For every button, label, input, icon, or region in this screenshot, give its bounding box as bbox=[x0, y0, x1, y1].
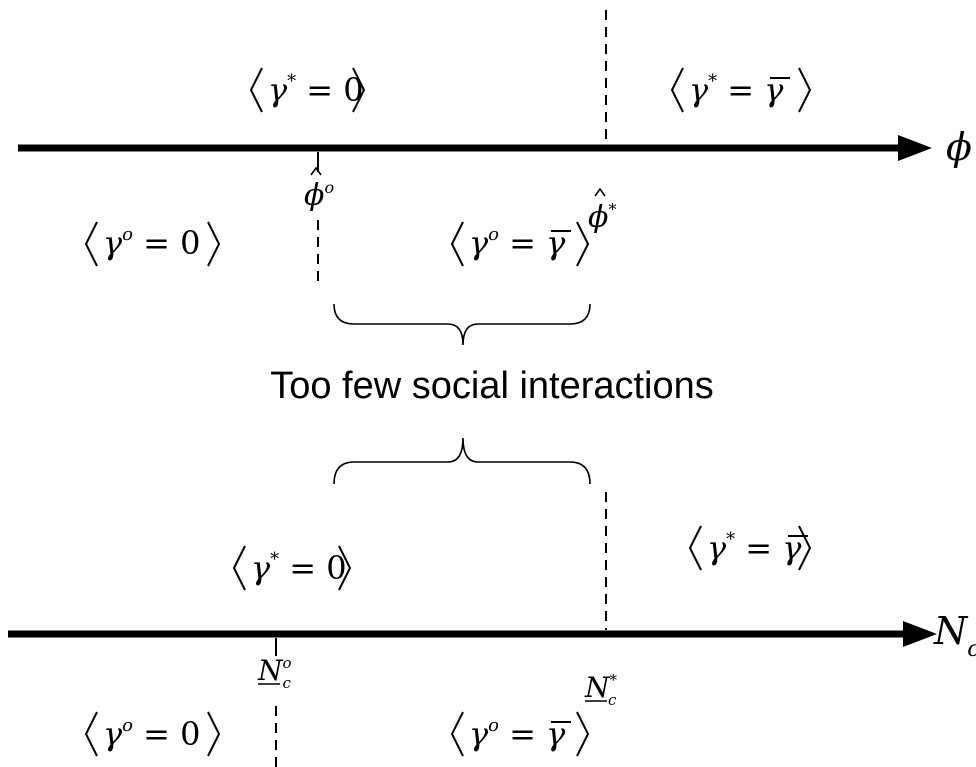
svg-text:ϕ*: ϕ* bbox=[588, 200, 616, 235]
svg-text:γo = 0: γo = 0 bbox=[103, 224, 200, 262]
svg-text:Noc: Noc bbox=[257, 654, 292, 692]
caption-text: Too few social interactions bbox=[270, 365, 714, 407]
bottom-axis-arrowhead bbox=[903, 621, 937, 647]
svg-text:γ* = γ: γ* = γ bbox=[689, 71, 784, 109]
top-above-right-label: γ* = γ bbox=[670, 67, 812, 113]
top-below-left-label: γo = 0 bbox=[84, 221, 221, 267]
top-above-left-label: γ* = 0 bbox=[249, 67, 366, 113]
bottom-above-right-label: γ* = γ bbox=[688, 525, 812, 571]
top-axis-label: ϕ bbox=[946, 125, 972, 169]
top-axis-arrowhead bbox=[898, 135, 932, 161]
svg-text:γo = γ: γo = γ bbox=[469, 715, 566, 753]
svg-text:γo = 0: γo = 0 bbox=[103, 715, 200, 753]
top-brace bbox=[333, 303, 591, 346]
bottom-marker-nc-star: N*c bbox=[584, 671, 618, 709]
svg-text:γ* = 0: γ* = 0 bbox=[268, 71, 364, 109]
bottom-brace bbox=[333, 437, 591, 485]
top-below-mid-label: γo = γ bbox=[450, 221, 590, 267]
bottom-below-left-label: γo = 0 bbox=[84, 711, 221, 757]
bottom-above-left-label: γ* = 0 bbox=[232, 545, 352, 591]
bottom-axis-label: Nc bbox=[933, 609, 976, 662]
svg-text:γ* = γ: γ* = γ bbox=[707, 529, 802, 567]
svg-text:γ* = 0: γ* = 0 bbox=[251, 549, 347, 587]
top-marker-phi-o: ϕo bbox=[304, 166, 334, 213]
top-axis-group: ϕ γ* = 0 γ* = γ ϕo ϕ* γo bbox=[18, 10, 972, 346]
svg-text:N*c: N*c bbox=[584, 671, 618, 709]
svg-text:ϕo: ϕo bbox=[304, 178, 334, 213]
bottom-axis-group: Nc γ* = 0 γ* = γ Noc N*c bbox=[8, 437, 976, 767]
top-marker-phi-star: ϕ* bbox=[588, 187, 616, 235]
bottom-below-mid-label: γo = γ bbox=[450, 711, 590, 757]
svg-text:γo = γ: γo = γ bbox=[469, 224, 566, 262]
